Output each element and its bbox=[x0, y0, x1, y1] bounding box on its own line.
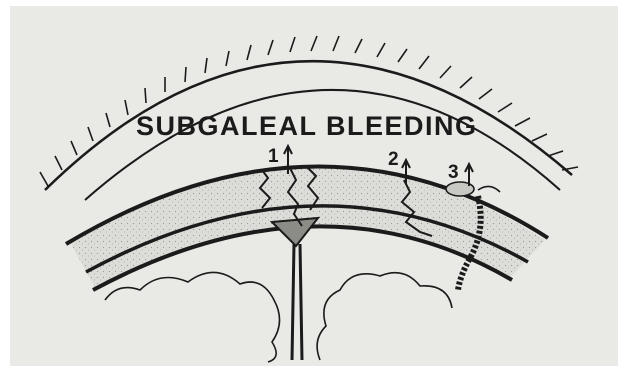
falx-sinus bbox=[272, 218, 318, 246]
marker-1: 1 bbox=[268, 146, 279, 167]
marker-3: 3 bbox=[448, 162, 459, 183]
falx-line bbox=[292, 244, 302, 360]
marker-2: 2 bbox=[388, 149, 399, 170]
diagram-title: SUBGALEAL BLEEDING bbox=[136, 111, 478, 141]
brain-right-hemisphere bbox=[317, 273, 452, 360]
brain-left-hemisphere bbox=[105, 272, 280, 362]
bleeding-spot-detail bbox=[478, 186, 500, 192]
